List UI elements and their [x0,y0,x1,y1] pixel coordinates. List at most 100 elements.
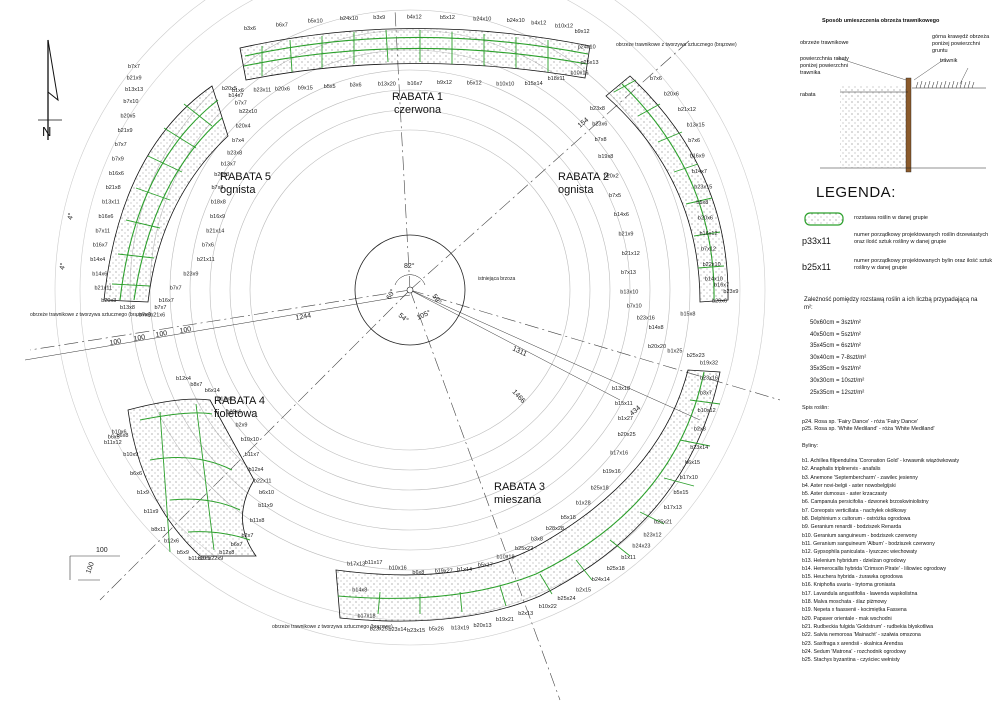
perennial-item: b24. Sedum 'Matrona' - rozchodnik ogrodo… [802,648,907,655]
plant-tag: b17x13 [664,505,682,511]
plant-tag: b13x13 [125,87,143,93]
radial-lines [29,9,780,701]
legend-swatch [804,212,844,226]
plant-tag: b7x7 [128,64,140,70]
dim-154: 154 [577,117,591,130]
plant-tag: b14x6 [92,271,107,277]
plant-tag: b11x9 [144,509,159,515]
legend-symbol-tree: p33x11 [802,236,831,246]
plant-tag: b20x4 [236,123,251,129]
plant-tag: b21x9 [118,128,133,134]
plant-tag: b13x20 [378,82,396,88]
plant-tag: b1x11 [621,555,636,561]
dim-100-d: 100 [179,326,192,335]
label-bed-surface: powierzchnia rabaty poniżej powierzchni … [800,56,849,76]
plant-tag: b13x7 [221,161,236,167]
plant-tag: b16x6 [109,171,124,177]
plant-tag: b7x11 [96,228,111,234]
plant-tag: b5x8 [696,200,708,206]
plant-tag: b6x8 [117,433,129,439]
plant-tag: b19x32 [700,361,718,367]
perennial-item: b16. Kniphofia uvaria - trytoma groniast… [802,582,896,589]
plant-tag: b11x12 [104,440,122,446]
plant-tag: b7x6 [202,243,214,249]
plant-tag: b6x15 [685,460,700,466]
plant-tag: b5x5 [324,84,336,90]
density-item: 40x50cm = 5szt/m² [810,331,861,338]
plant-tag: b21x11 [95,286,113,292]
label-top-edge: górna krawędź obrzeża poniżej powierzchn… [932,34,990,54]
plant-tag: b5x18 [561,515,576,521]
plant-tag: b9x15 [298,86,313,92]
plant-tag: b5x26 [429,627,444,633]
plant-tag: b17x10 [680,475,698,481]
plant-tag: b7x5 [609,193,621,199]
north-arrow: N [38,39,62,140]
perennial-item: b25. Stachys byzantina - czyściec wełnis… [802,657,900,664]
note-edge-bottom: obrzeże trawnikowe z tworzywa sztucznego… [272,624,393,630]
plant-tag: b10x12 [555,24,573,30]
plant-tag: b20x13 [474,623,492,629]
plant-tag: b7x6 [688,138,700,144]
perennial-item: b4. Aster novi-belgii - aster nowobelgij… [802,482,896,489]
bed-4 [127,398,257,557]
plant-tag: b15x14 [525,81,543,87]
plant-tag: b20x6 [712,299,727,305]
center-angle-bl: 54° [397,311,410,324]
plant-tag: b14x8 [649,325,664,331]
density-item: 50x60cm = 3szt/m² [810,320,861,326]
perennial-item: b6. Campanula persicifolia - dzwonek brz… [802,499,929,506]
plant-tag: b5x17 [478,563,493,569]
perennials-list: b1. Achillea filipendulina 'Coronation G… [802,457,959,664]
plant-tag: b23x8 [590,106,605,112]
plant-tag: b7x9 [112,157,124,163]
perennial-item: b2. Anaphalis triplinervis - anafalis [802,466,881,473]
plant-tag: b7x13 [621,270,636,276]
bed-1-name: RABATA 1 [392,91,443,103]
plant-tag: p24x10 [578,45,596,51]
plant-tag: b2x9 [236,423,248,429]
plant-tag: b3x8 [531,536,543,542]
garden-plan: 82° 60° 59° 54° 105° istniejąca brzoza 1… [24,0,780,701]
plant-tag: b11x17 [365,560,383,566]
plant-tag: b5x12 [440,15,455,21]
legend-text-spacing: rozstawa roślin w danej grupie [854,215,928,221]
perennial-item: b21. Rudbeckia fulgida 'Goldstrum' - rud… [802,623,934,630]
plant-tag: b13x18 [612,386,630,392]
plant-tag: b19x27 [435,568,453,574]
plant-tag: b20x5 [121,113,136,119]
plant-tag: b8x7 [190,382,202,388]
perennial-item: b10. Geranium sanguineum - bodziszek cze… [802,532,918,539]
center-circle: 82° 60° 59° 54° 105° istniejąca brzoza [354,234,515,346]
plant-tag: b7x10 [627,304,642,310]
note-edge-left: obrzeże trawnikowe z tworzywa sztucznego… [30,312,151,318]
plant-tag: b23x8 [227,151,242,157]
bed-5-subtitle: ognista [220,184,256,196]
plant-tag: b23x14 [690,445,708,451]
plant-tag: b5x12 [467,81,482,87]
roses-list: p24. Rosa sp. 'Fairy Dance' - róża 'Fair… [802,419,935,434]
plant-tag: b14x8 [352,588,367,594]
plant-tag: b3x6 [350,83,362,89]
north-label: N [42,124,51,139]
bed-1-subtitle: czerwona [394,104,442,116]
dim-100-c: 100 [155,330,168,339]
plant-tag: b16x12 [700,231,718,237]
plant-tag: b13x8 [120,305,135,311]
plant-tag: b16x9 [210,214,225,220]
plant-tag: b5x15 [674,490,689,496]
plant-tag: b17x18 [358,614,376,620]
edge-section-drawing [820,57,986,173]
plant-tag: b24x10 [473,16,491,22]
plant-tag: b23x16 [700,376,718,382]
plant-tag: b21x9 [127,76,142,82]
plant-tag: b23x25 [370,626,388,632]
plant-tag: b20x20 [648,344,666,350]
perennial-item: b1. Achillea filipendulina 'Coronation G… [802,458,960,464]
plant-tag: b22x9 [208,556,223,562]
plant-tag: b16x7 [93,243,108,249]
plant-tag: b6x7 [276,22,288,28]
perennial-item: b9. Geranium renardii - bodziszek Renard… [802,524,902,531]
plant-tag: b22x11 [254,478,272,484]
